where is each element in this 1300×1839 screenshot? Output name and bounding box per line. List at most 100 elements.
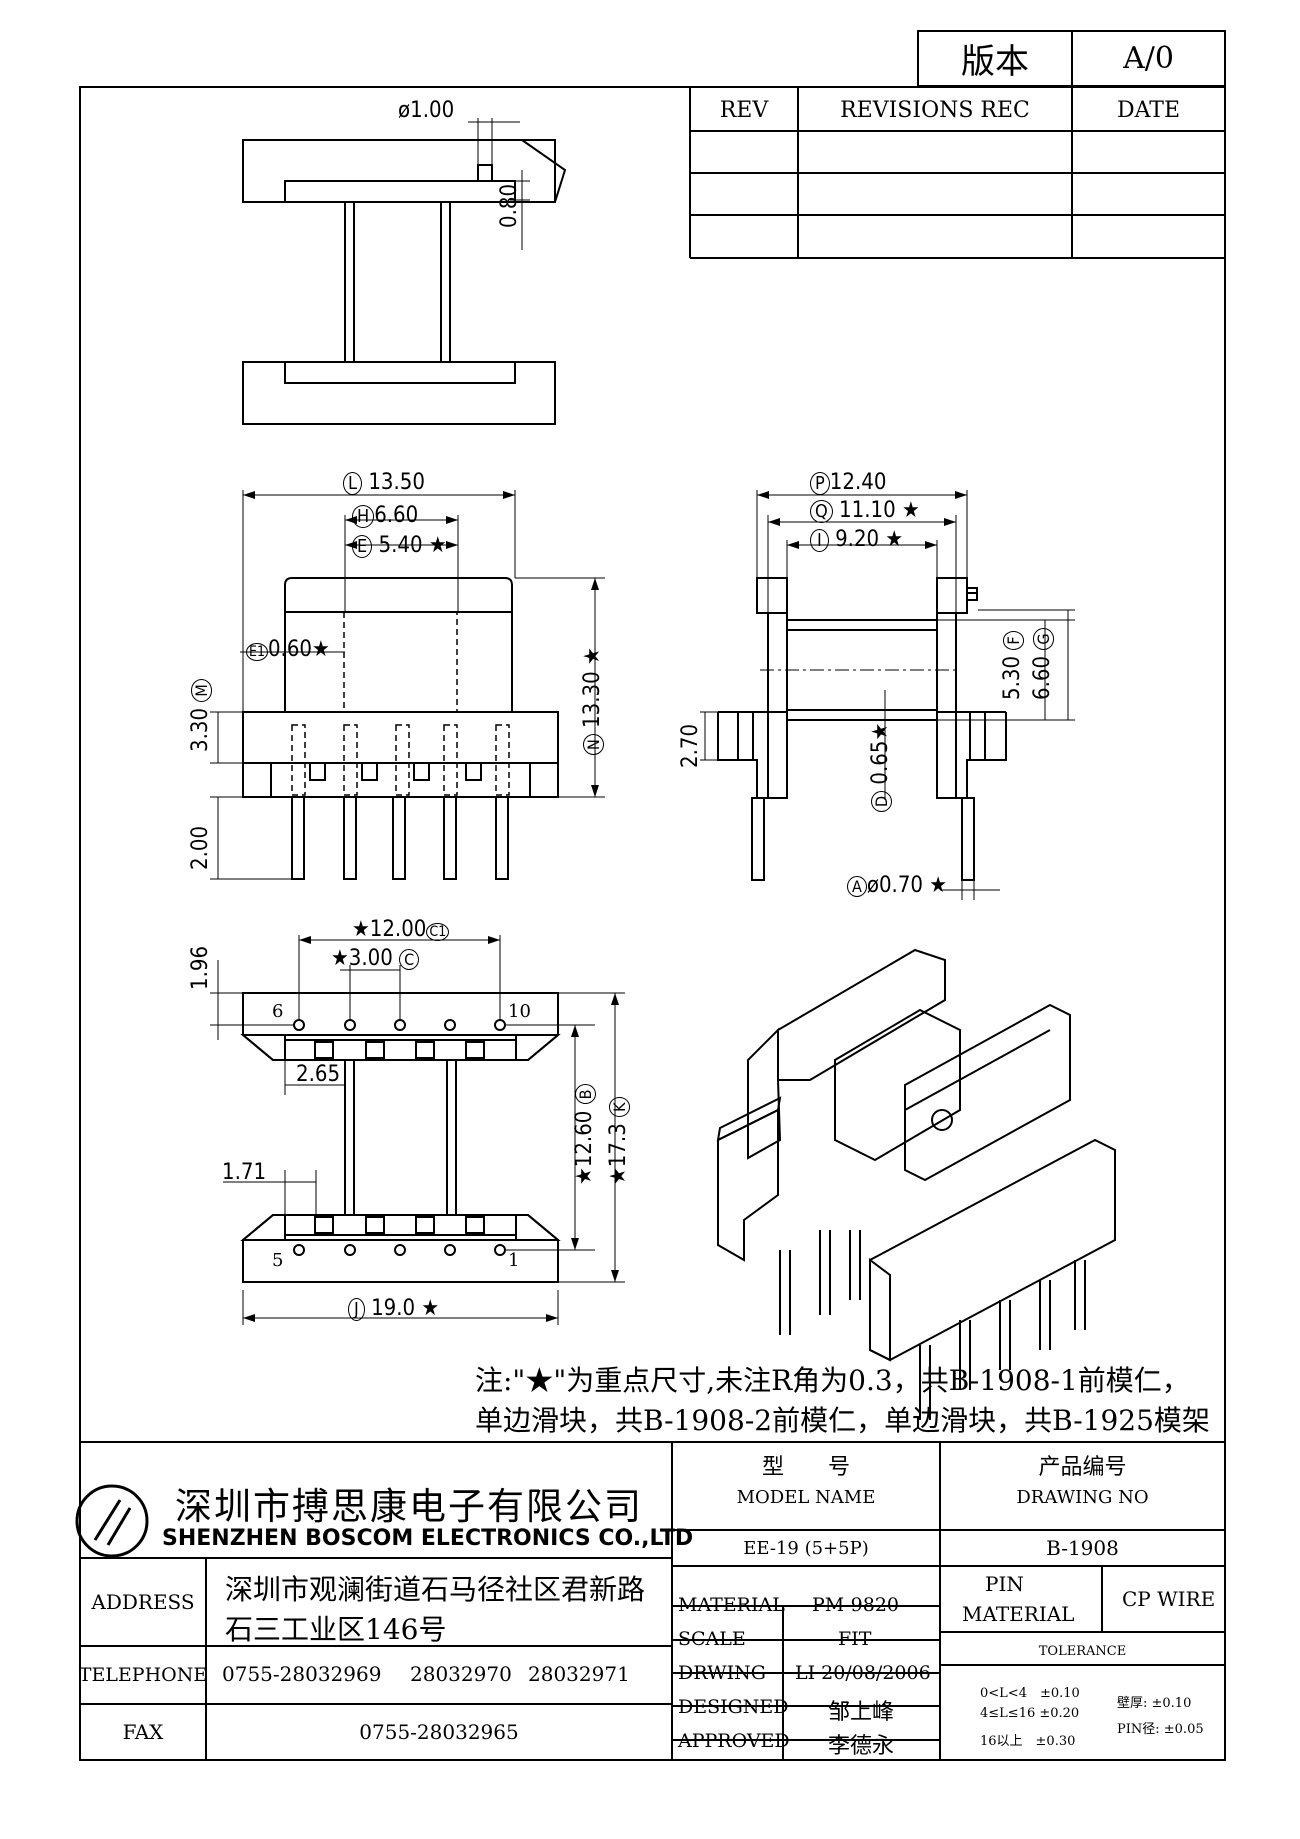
pin-number-6: 6 (272, 1001, 284, 1022)
side-view (700, 490, 1075, 900)
address-line-2: 石三工业区146号 (225, 1613, 447, 1646)
dim-B: ★12.60 B (572, 1084, 597, 1185)
telephone-3: 28032971 (528, 1662, 630, 1686)
rev-header: REV (719, 97, 769, 123)
dim-A-marker: A (847, 876, 867, 897)
drawing-value: B-1908 (1046, 1536, 1119, 1560)
company-logo (75, 1484, 149, 1558)
approved-value: 李德永 (828, 1734, 895, 1759)
telephone-1: 0755-28032969 (222, 1662, 382, 1686)
company-name-cn: 深圳市搏思康电子有限公司 (175, 1485, 643, 1528)
approved-label: APPROVED (678, 1730, 790, 1752)
title-block-grid (80, 1441, 1225, 1760)
dim-A-value: ø0.70 ★ (866, 873, 948, 898)
designed-value: 邹上峰 (828, 1700, 895, 1725)
bottom-view (210, 935, 625, 1325)
dim-M: 3.30 M (188, 679, 213, 752)
dim-G-value: 6.60 (1030, 655, 1055, 700)
model-label-en: MODEL NAME (736, 1486, 876, 1508)
dim-N: N 13.30 ★ (580, 647, 605, 755)
dim-M-value: 3.30 (188, 707, 213, 752)
dim-D-value: 0.65★ (868, 722, 893, 785)
dim-top-080: 0.80 (497, 183, 522, 228)
dim-C1-value: ★12.00 (352, 917, 427, 942)
date-header: DATE (1116, 97, 1181, 123)
pin-material-label: MATERIAL (962, 1602, 1075, 1626)
dim-E-value: 5.40 ★ (378, 533, 447, 558)
pin-number-5: 5 (272, 1250, 284, 1271)
dim-D-marker: D (871, 790, 892, 812)
dim-P-value: 12.40 (829, 470, 887, 495)
dim-J: J 19.0 ★ (348, 1296, 439, 1321)
dim-P-marker: P (810, 472, 830, 495)
dim-K: ★17.3 K (606, 1097, 631, 1185)
dim-bot-171: 1.71 (222, 1160, 267, 1185)
note-line-1: 注:"★"为重点尺寸,未注R角为0.3，共B-1908-1前模仁， (475, 1364, 1190, 1397)
telephone-label: TELEPHONE (78, 1664, 208, 1686)
dim-side-270: 2.70 (678, 723, 703, 768)
dim-B-value: ★12.60 (572, 1110, 597, 1185)
fax-value: 0755-28032965 (359, 1720, 519, 1744)
tolerance-2: 4≤L≤16 ±0.20 (980, 1706, 1080, 1721)
front-view (210, 490, 605, 880)
telephone-2: 28032970 (410, 1662, 512, 1686)
drawing-frame (79, 86, 1226, 1761)
top-view (242, 118, 567, 425)
designed-label: DESIGNED (678, 1696, 789, 1718)
fax-label: FAX (122, 1720, 164, 1744)
dim-N-marker: N (583, 734, 604, 755)
dim-I-value: 9.20 ★ (835, 527, 904, 552)
dim-bot-265: 2.65 (296, 1062, 341, 1087)
dim-C-value: ★3.00 (331, 946, 393, 971)
dim-L-marker: L (343, 472, 363, 495)
company-name-en: SHENZHEN BOSCOM ELECTRONICS CO.,LTD (162, 1526, 694, 1551)
drwing-label: DRWING (678, 1662, 766, 1684)
dim-J-value: 19.0 ★ (371, 1296, 440, 1321)
scale-label: SCALE (678, 1628, 746, 1650)
scale-value: FIT (838, 1628, 872, 1650)
model-value: EE-19 (5+5P) (743, 1537, 869, 1559)
version-label: 版本 (961, 42, 1029, 82)
dim-G: 6.60 G (1030, 628, 1055, 700)
tolerance-label: TOLERANCE (1038, 1643, 1127, 1659)
dim-bot-196: 1.96 (188, 945, 213, 990)
tolerance-3: 16以上 ±0.30 (980, 1734, 1076, 1749)
dim-E-marker: E (352, 535, 373, 558)
dim-F-value: 5.30 (1000, 655, 1025, 700)
model-label-cn: 型 号 (761, 1455, 850, 1480)
dim-C-marker: C (399, 949, 420, 970)
dim-M-marker: M (191, 679, 212, 702)
dim-Q-value: 11.10 ★ (839, 498, 920, 523)
pin-number-1: 1 (508, 1250, 520, 1271)
dim-I: I 9.20 ★ (810, 527, 903, 552)
dim-E: E 5.40 ★ (352, 533, 447, 558)
pin-dia-tolerance: PIN径: ±0.05 (1117, 1722, 1204, 1737)
material-value: PM-9820 (812, 1594, 900, 1616)
address-line-1: 深圳市观澜街道石马径社区君新路 (225, 1573, 646, 1606)
dim-L: L 13.50 (343, 470, 425, 495)
isometric-view (716, 948, 1116, 1420)
dim-K-value: ★17.3 (606, 1123, 631, 1185)
pin-number-10: 10 (508, 1001, 531, 1022)
dim-E1-marker: E1 (246, 643, 268, 661)
dim-B-marker: B (575, 1084, 596, 1105)
dim-Q-marker: Q (810, 500, 833, 523)
pin-value: CP WIRE (1122, 1587, 1216, 1611)
dim-D: D 0.65★ (868, 723, 893, 812)
revision-table (689, 87, 1225, 259)
dim-L-value: 13.50 (368, 470, 425, 495)
dim-top-phi: ø1.00 (398, 98, 455, 123)
address-label: ADDRESS (91, 1590, 195, 1614)
material-label: MATERIAL (678, 1594, 785, 1616)
dim-N-value: 13.30 ★ (580, 647, 605, 728)
drawing-label-cn: 产品编号 (1038, 1455, 1127, 1480)
dim-front-200: 2.00 (188, 825, 213, 870)
pin-label: PIN (985, 1572, 1024, 1596)
dim-F-marker: F (1003, 631, 1024, 650)
